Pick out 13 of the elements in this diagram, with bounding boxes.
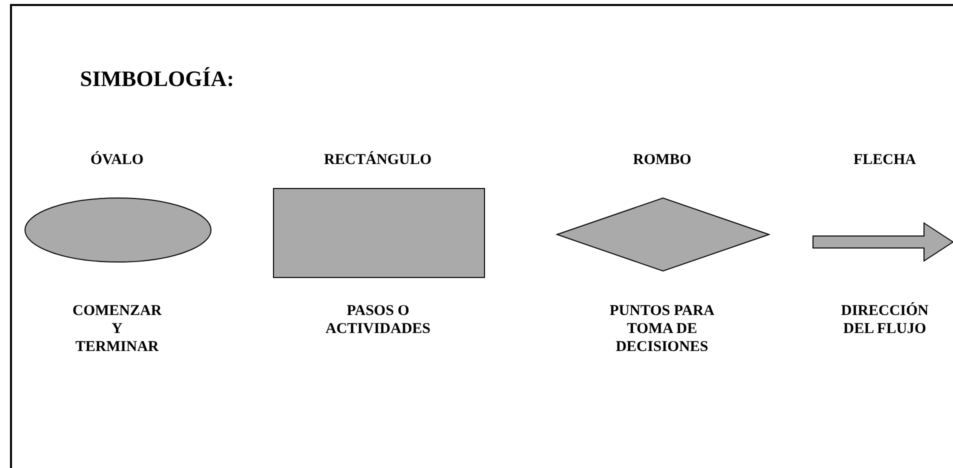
- title: SIMBOLOGÍA:: [80, 66, 234, 92]
- symbol-description: PUNTOS PARA TOMA DE DECISIONES: [608, 302, 716, 356]
- symbol-heading: RECTÁNGULO: [324, 152, 432, 169]
- block-arrow-symbol: [812, 222, 953, 262]
- symbol-heading: FLECHA: [854, 152, 916, 169]
- rectangle-symbol: [273, 188, 485, 278]
- oval-symbol: [24, 197, 212, 263]
- symbol-description: PASOS O ACTIVIDADES: [326, 302, 431, 338]
- symbol-heading: ÓVALO: [90, 152, 144, 169]
- symbol-description: DIRECCIÓN DEL FLUJO: [841, 302, 929, 338]
- diamond-symbol: [556, 197, 770, 272]
- symbol-heading: ROMBO: [633, 152, 692, 169]
- symbol-description: COMENZAR Y TERMINAR: [72, 302, 162, 356]
